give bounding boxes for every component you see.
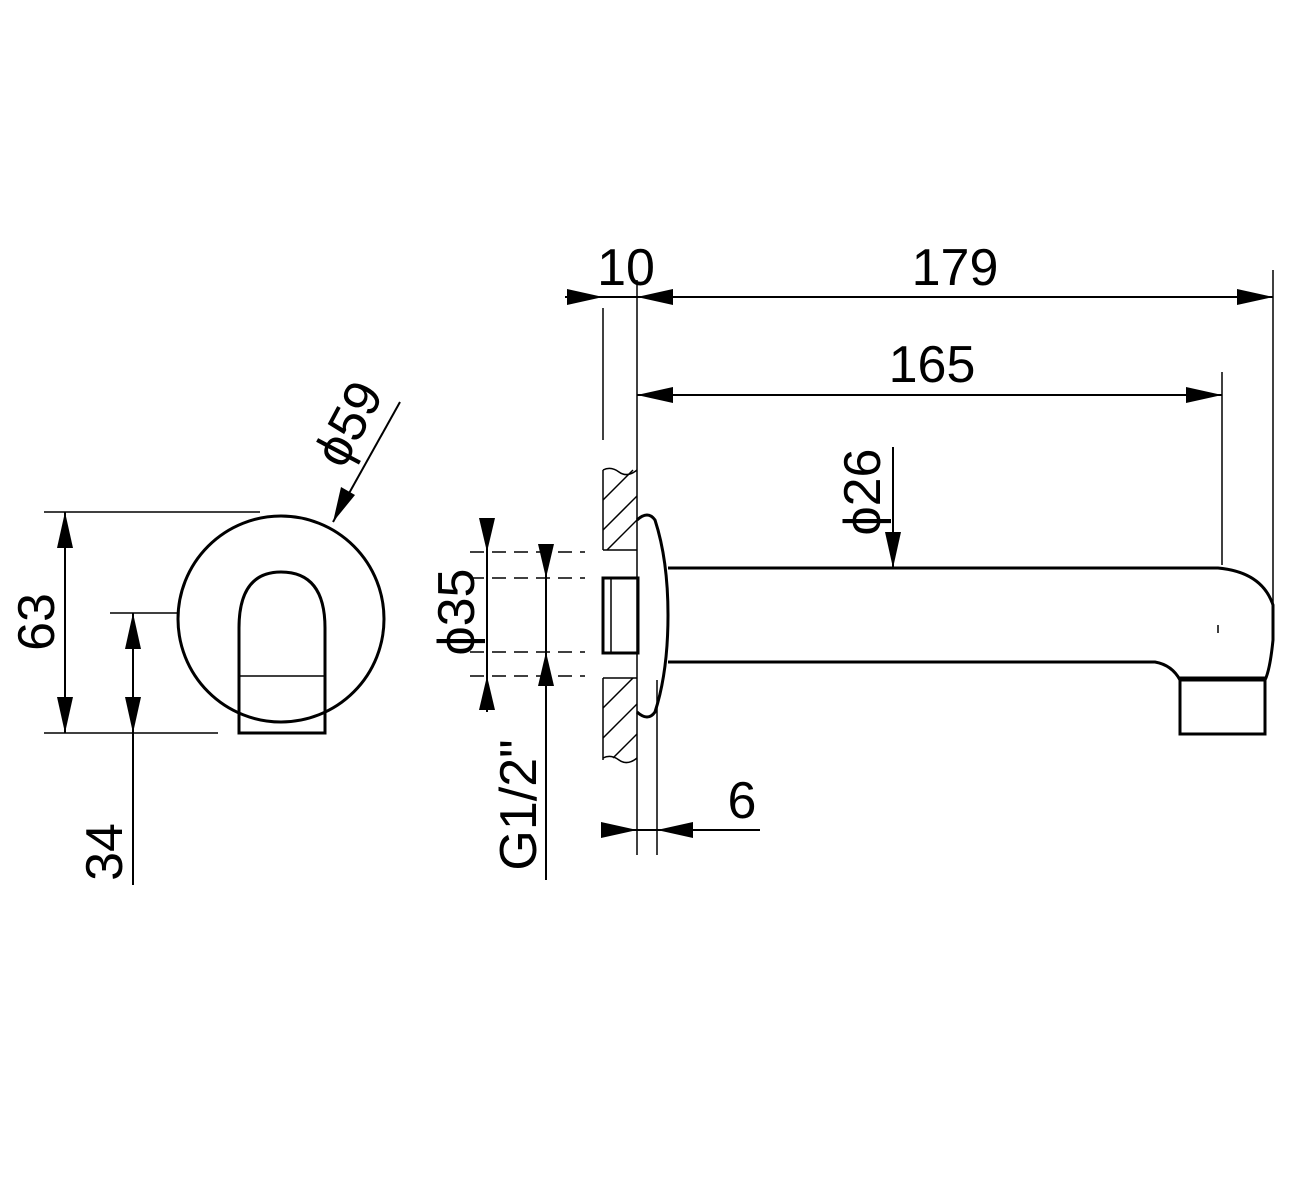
rosette-profile [635,513,670,719]
dim-diameter-35: ϕ35 [428,569,486,656]
spout-outlet [1178,676,1267,736]
dim-length-165: 165 [889,336,976,394]
dim-diameter-26: ϕ26 [834,449,892,536]
spout-body [668,566,1275,682]
side-view [470,270,1275,880]
dim-diameter-59: ϕ59 [303,372,395,476]
rosette-circle [176,514,386,724]
wall-hatch-upper [602,467,638,551]
dim-height-63: 63 [8,593,66,651]
dim-height-34: 34 [76,823,134,881]
outlet-arch [237,570,327,735]
dim-thread-g12: G1/2" [490,739,548,870]
threaded-nipple [601,576,640,655]
wall-hatch-lower [602,677,638,764]
dim-length-179: 179 [912,239,999,297]
dim-flange-10: 10 [597,239,655,297]
dim-wall-6: 6 [728,772,757,830]
front-view [44,401,401,885]
